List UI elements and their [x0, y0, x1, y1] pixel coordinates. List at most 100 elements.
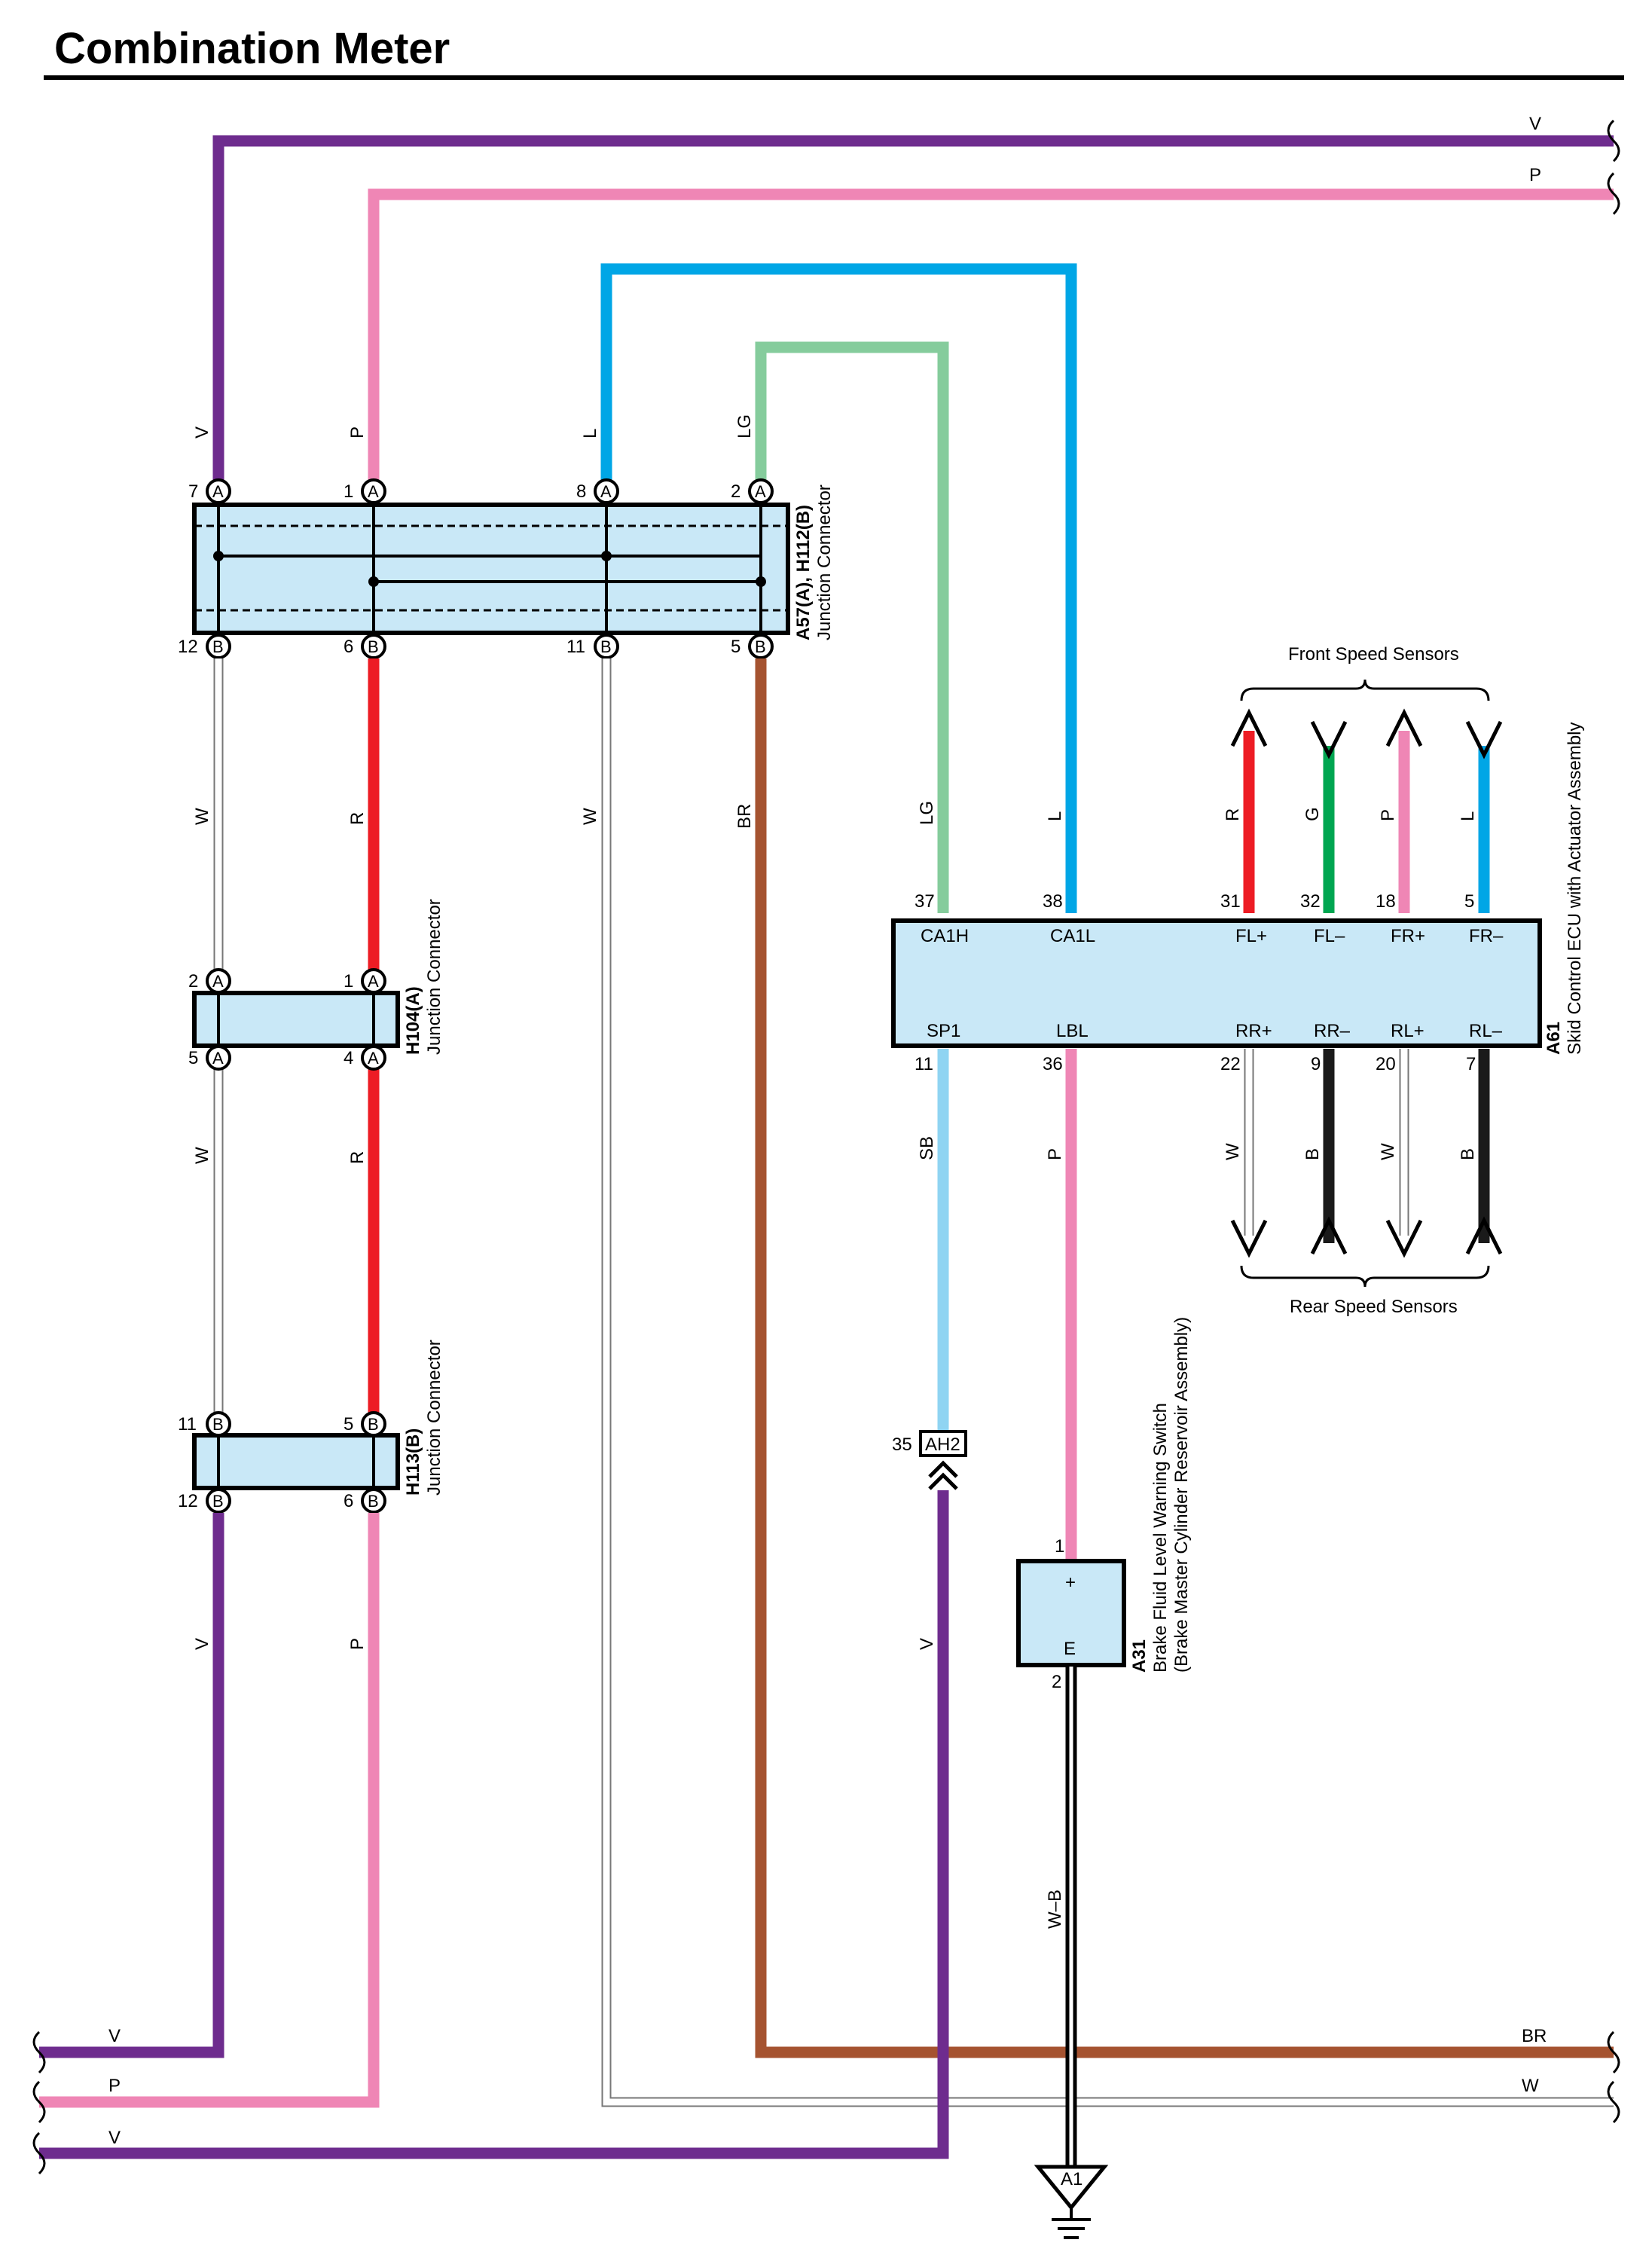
- ground-label: A1: [1061, 2169, 1083, 2189]
- h113-tag-3: B: [212, 1492, 224, 1511]
- a31-pin-2: 2: [1052, 1672, 1061, 1692]
- h113-tag-1: B: [212, 1415, 224, 1434]
- wire-label-top-v: V: [1529, 114, 1541, 134]
- h104-pin-5: 5: [188, 1048, 198, 1068]
- h113-pin-11: 11: [178, 1414, 197, 1435]
- wire-top-v: [212, 135, 1614, 482]
- wire-label-fs-p: P: [1378, 809, 1398, 821]
- h104-tag-4: A: [368, 1049, 379, 1068]
- ecu-id: A61: [1544, 1022, 1564, 1055]
- h104-tag-2: A: [368, 972, 379, 991]
- wire-top-l: [600, 263, 1077, 913]
- ecu-term-rr-minus: RR–: [1314, 1021, 1351, 1041]
- ecu-a61-box: [891, 918, 1542, 1048]
- wire-label-bot-p: P: [347, 1638, 368, 1650]
- page-title: Combination Meter: [54, 24, 450, 73]
- wire-label-jc1-p: P: [347, 426, 368, 438]
- rear-sensors-bracket: [1240, 1265, 1490, 1288]
- ecu-pin-18: 18: [1376, 891, 1396, 912]
- ecu-term-fr-plus: FR+: [1391, 926, 1425, 946]
- wire-label-br-w: W: [1522, 2076, 1539, 2096]
- ah2-pin-35: 35: [892, 1435, 912, 1455]
- ecu-pin-37: 37: [915, 891, 935, 912]
- wire-label-fs-r: R: [1223, 808, 1243, 821]
- a57-pin-2: 2: [731, 481, 740, 502]
- ecu-term-fr-minus: FR–: [1469, 926, 1504, 946]
- h113-pin-12: 12: [178, 1491, 198, 1511]
- h113-tag-4: B: [368, 1492, 379, 1511]
- wire-label-sb: SB: [917, 1136, 937, 1160]
- wire-label-mid-w2: W: [580, 808, 600, 825]
- a57-top-pins: A A A A 7 1 8 2: [188, 478, 774, 504]
- h104-desc: Junction Connector: [424, 899, 444, 1055]
- front-sensor-wires: [1230, 708, 1503, 913]
- wire-label-top-p: P: [1529, 165, 1541, 185]
- a31-line2: (Brake Master Cylinder Reservoir Assembl…: [1171, 1317, 1192, 1673]
- wire-label-bl-v: V: [108, 2026, 121, 2046]
- a57-btag-1: B: [212, 637, 224, 656]
- wire-br: [755, 658, 1614, 2058]
- ecu-desc: Skid Control ECU with Actuator Assembly: [1565, 722, 1585, 1055]
- wire-label-jc1-l: L: [580, 429, 600, 438]
- ground-a1: [1034, 2165, 1109, 2239]
- wire-label-jc1-lg: LG: [734, 414, 755, 438]
- ecu-term-lbl: LBL: [1056, 1021, 1089, 1041]
- ecu-pin-7: 7: [1466, 1054, 1476, 1074]
- h113-pin-6: 6: [344, 1491, 353, 1511]
- wire-label-ah2-v: V: [917, 1638, 937, 1650]
- ah2-label: AH2: [925, 1435, 960, 1455]
- ah2-connector: [919, 1430, 967, 1490]
- wire-label-mid-lg: LG: [917, 801, 937, 825]
- ecu-pin-11: 11: [915, 1054, 933, 1074]
- wire-label-low-r: R: [347, 1151, 368, 1164]
- wire-label-rs-b2: B: [1458, 1148, 1478, 1160]
- a57-pin-11: 11: [566, 637, 585, 657]
- ecu-pin-5: 5: [1464, 891, 1474, 912]
- h113-pin-5: 5: [344, 1414, 353, 1435]
- wire-ah2-v: [39, 1490, 949, 2159]
- wire-label-jc1-v: V: [192, 426, 212, 438]
- a57-btag-2: B: [368, 637, 379, 656]
- a57-pin-8: 8: [576, 481, 586, 502]
- junction-connector-h113: [192, 1411, 400, 1514]
- break-mark-bottom-left: [32, 2030, 46, 2175]
- wire-label-p36: P: [1045, 1148, 1065, 1160]
- a57-desc: Junction Connector: [814, 484, 835, 640]
- a31-pin-1: 1: [1055, 1536, 1064, 1557]
- wire-label-mid-w1: W: [192, 808, 212, 825]
- a57-name: A57(A), H112(B): [793, 505, 814, 640]
- wire-top-lg: [755, 341, 949, 913]
- rear-sensors-label: Rear Speed Sensors: [1290, 1297, 1458, 1317]
- junction-connector-h104: [192, 968, 400, 1071]
- wire-label-bot-v: V: [192, 1638, 212, 1650]
- a57-pin-1: 1: [344, 481, 353, 502]
- a57-btag-4: B: [755, 637, 766, 656]
- wire-label-fs-l: L: [1458, 811, 1478, 821]
- wire-label-bl-v2: V: [108, 2128, 121, 2148]
- a57-btag-3: B: [600, 637, 612, 656]
- h113-desc: Junction Connector: [424, 1340, 444, 1496]
- a57-tag-4: A: [755, 482, 766, 501]
- ecu-pin-32: 32: [1300, 891, 1321, 912]
- brake-fluid-switch-a31: [1016, 1559, 1126, 1667]
- h113-tag-2: B: [368, 1415, 379, 1434]
- front-sensors-bracket: [1240, 679, 1490, 701]
- a57-pin-5: 5: [731, 637, 740, 657]
- break-mark-top-right: [1607, 119, 1620, 215]
- a57-bottom-pins: B B B B 12 6 11 5: [178, 634, 774, 659]
- wire-label-rs-b1: B: [1302, 1148, 1323, 1160]
- a57-pin-12: 12: [178, 637, 198, 657]
- wire-label-br-br: BR: [1522, 2026, 1547, 2046]
- ecu-term-rl-plus: RL+: [1391, 1021, 1425, 1041]
- ecu-term-sp1: SP1: [927, 1021, 960, 1041]
- ecu-pin-31: 31: [1220, 891, 1241, 912]
- wire-label-mid-l: L: [1045, 811, 1065, 821]
- h104-tag-3: A: [212, 1049, 224, 1068]
- a31-term-plus: +: [1065, 1572, 1076, 1593]
- ecu-pin-9: 9: [1311, 1054, 1321, 1074]
- a57-tag-1: A: [212, 482, 224, 501]
- wire-label-low-w: W: [192, 1147, 212, 1164]
- ecu-term-fl-plus: FL+: [1235, 926, 1267, 946]
- ecu-pin-20: 20: [1376, 1054, 1396, 1074]
- a57-tag-3: A: [600, 482, 612, 501]
